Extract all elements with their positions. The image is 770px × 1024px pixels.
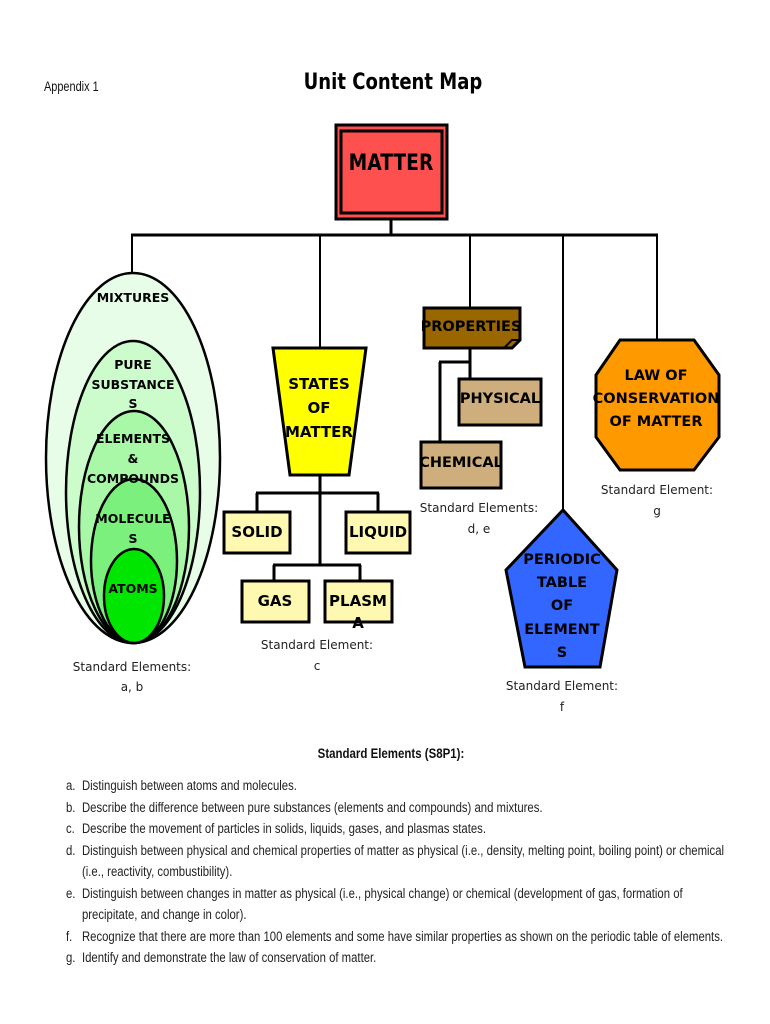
standard-letter: g.	[66, 950, 76, 965]
standard-text: Describe the difference between pure sub…	[81, 799, 543, 815]
law-standard-1: Standard Element:	[601, 483, 713, 497]
matter-label: MATTER	[349, 150, 434, 176]
standard-letter: e.	[66, 885, 76, 901]
liquid-box	[344, 510, 412, 555]
standards-title: Standard Elements (S8P1):	[317, 746, 465, 761]
elements-label-1: ELEMENTS	[96, 431, 170, 446]
standards-list: a. Distinguish between atoms and molecule…	[66, 775, 724, 969]
page-title: Unit Content Map	[303, 70, 483, 95]
states-label-3: MATTER	[285, 423, 353, 441]
periodic-label-4: ELEMENT	[524, 622, 600, 638]
standard-letter: a.	[66, 778, 76, 793]
law-standard-2: g	[653, 504, 661, 518]
elements-label-3: COMPOUNDS	[87, 471, 179, 486]
standard-item: e. Distinguish between changes in matter …	[66, 883, 729, 926]
periodic-label-2: TABLE	[537, 575, 587, 591]
standard-text: Recognize that there are more than 100 e…	[81, 928, 724, 944]
standard-item: c. Describe the movement of particles in …	[66, 818, 729, 840]
standard-letter: c.	[66, 821, 75, 836]
properties-standard-2: d, e	[468, 522, 491, 536]
law-label-1: LAW OF	[624, 368, 687, 384]
molecules-label-1: MOLECULE	[95, 511, 170, 526]
law-label-2: CONSERVATION	[593, 391, 720, 407]
mixtures-label: MIXTURES	[97, 290, 170, 305]
states-label-1: STATES	[288, 375, 350, 393]
connectors	[131, 220, 658, 580]
periodic-label-1: PERIODIC	[523, 552, 601, 568]
periodic-standard-1: Standard Element:	[506, 679, 618, 693]
nested-standard-1: Standard Elements:	[73, 660, 191, 674]
states-label-2: OF	[308, 399, 331, 417]
law-of-conservation-octagon	[594, 338, 721, 472]
pure-label-3: S	[128, 396, 137, 411]
law-label-3: OF MATTER	[610, 414, 703, 430]
standard-text: Describe the movement of particles in so…	[81, 821, 486, 836]
concept-map: MATTER MIXTURES PURE SUBSTANCE S ELEMENT…	[44, 123, 721, 714]
standard-item: b. Describe the difference between pure s…	[66, 797, 729, 819]
solid-box	[222, 510, 292, 555]
periodic-label-3: OF	[551, 598, 573, 614]
properties-standard-1: Standard Elements:	[420, 501, 538, 515]
standard-text: precipitate, and change in color).	[81, 907, 247, 922]
chemical-label: CHEMICAL	[419, 455, 503, 471]
gas-box	[240, 579, 311, 624]
standard-letter: b.	[66, 799, 76, 815]
standard-text: Distinguish between atoms and molecules.	[81, 778, 297, 793]
standard-item: g. Identify and demonstrate the law of co…	[66, 947, 729, 969]
periodic-table-pentagon	[504, 507, 619, 669]
properties-label: PROPERTIES	[421, 319, 522, 335]
appendix-label: Appendix 1	[44, 78, 99, 94]
standard-letter: f.	[66, 928, 73, 944]
standard-text: (i.e., reactivity, combustibility).	[81, 864, 233, 879]
standard-text: Identify and demonstrate the law of cons…	[81, 950, 377, 965]
gas-label: GAS	[258, 592, 293, 610]
standard-letter: d.	[66, 842, 76, 858]
physical-label: PHYSICAL	[460, 391, 540, 407]
properties-box	[422, 306, 522, 350]
solid-label: SOLID	[231, 523, 282, 541]
chemical-box	[419, 440, 503, 490]
standard-text: Distinguish between changes in matter as…	[81, 885, 683, 901]
liquid-label: LIQUID	[349, 523, 407, 541]
states-standard-2: c	[314, 659, 321, 673]
properties-folded-corner	[503, 339, 520, 349]
matter-node: MATTER	[334, 123, 449, 221]
atoms-label: ATOMS	[108, 581, 157, 596]
standard-item: a. Distinguish between atoms and molecule…	[66, 775, 729, 797]
pure-label-1: PURE	[114, 357, 151, 372]
molecules-label-2: S	[128, 531, 137, 546]
periodic-label-5: S	[557, 645, 567, 661]
standard-text: Distinguish between physical and chemica…	[81, 842, 725, 858]
matter-inner-frame	[339, 129, 444, 215]
nested-ellipses	[44, 271, 222, 645]
pure-label-2: SUBSTANCE	[91, 377, 174, 392]
periodic-standard-2: f	[560, 700, 565, 714]
states-standard-1: Standard Element:	[261, 638, 373, 652]
states-of-matter-trapezoid	[271, 346, 368, 477]
elements-label-2: &	[128, 451, 139, 466]
physical-box	[457, 377, 543, 427]
matter-box	[334, 123, 449, 221]
standard-item: f. Recognize that there are more than 100…	[66, 926, 729, 948]
plasma-box	[323, 579, 394, 624]
plasma-label-1: PLASM	[329, 592, 387, 610]
plasma-label-2: A	[352, 614, 364, 632]
atoms-ellipse	[102, 547, 166, 645]
standards-section: Standard Elements (S8P1): a. Distinguish …	[66, 746, 724, 969]
standard-item: d. Distinguish between physical and chemi…	[66, 840, 729, 883]
nested-standard-2: a, b	[121, 680, 144, 694]
